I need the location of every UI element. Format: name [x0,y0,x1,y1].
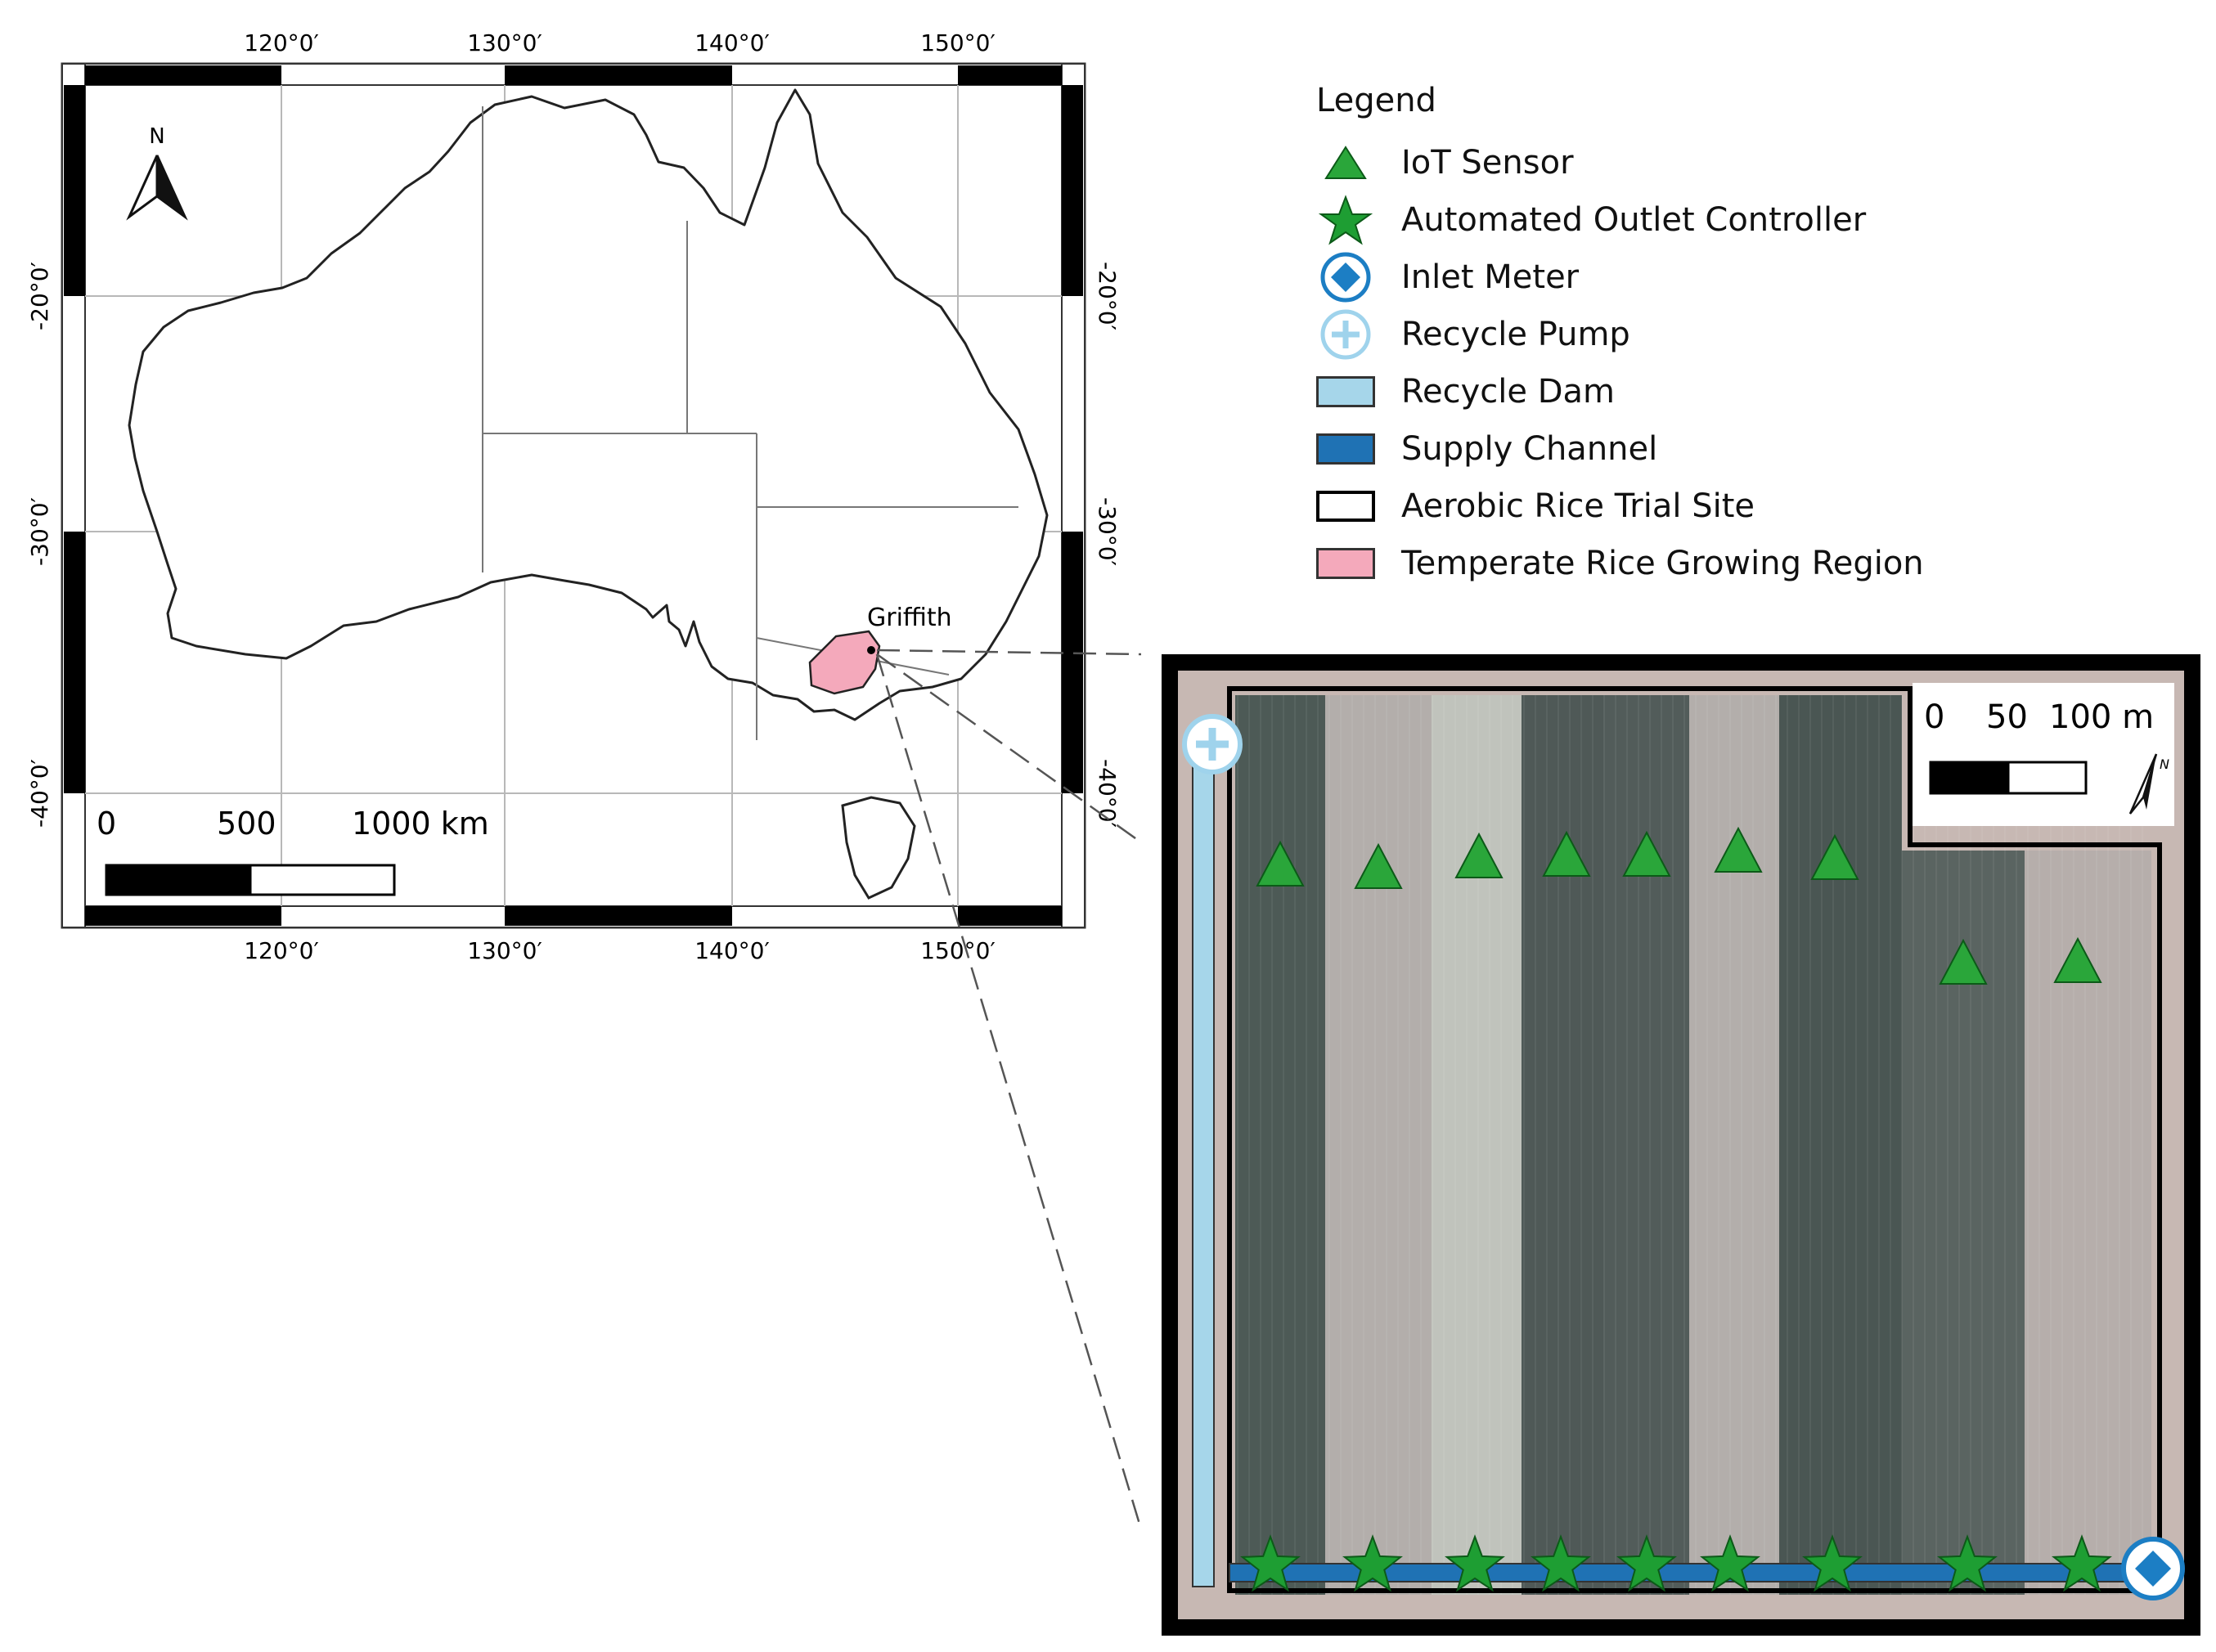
inset-scale-label-100: 100 m [2049,698,2154,736]
lon-label-140-bottom: 140°0′ [694,937,770,964]
lon-label-140-top: 140°0′ [694,29,770,56]
legend-label: Automated Outlet Controller [1401,201,1867,239]
trial-site-swatch [1316,491,1375,522]
recycle-dam [1192,743,1215,1587]
north-arrow-label: N [149,124,164,149]
inset-north-label: N [2160,756,2169,772]
legend-label: Inlet Meter [1401,258,1580,296]
latitude-labels-right: -20°0′ -30°0′ -40°0′ [1094,262,1121,828]
tasmania-outline [841,796,916,900]
lat-label-30-left: -30°0′ [26,497,53,566]
outlet-controller-star-icon [1937,1534,1998,1592]
inset-connector-lines [875,649,1143,1530]
iot-sensor-icon [2053,936,2102,983]
outlet-controller-star-icon [1240,1534,1301,1592]
iot-sensor-icon [1622,830,1671,877]
latitude-labels-left: -20°0′ -30°0′ -40°0′ [26,262,53,828]
inset-scale-label-0: 0 [1924,698,1944,736]
lon-label-150-bottom: 150°0′ [920,937,996,964]
legend-title: Legend [1316,82,1436,119]
australia-outline [128,88,1049,721]
outlet-controller-star-icon [1445,1534,1505,1592]
lat-label-20-right: -20°0′ [1094,262,1121,330]
legend-item-outlet-controller: Automated Outlet Controller [1313,191,2172,249]
lon-label-130-top: 130°0′ [467,29,542,56]
griffith-label: Griffith [867,604,952,632]
state-borders [482,106,1018,740]
star-icon [1313,193,1378,247]
griffith-point [867,646,875,654]
legend: Legend IoT Sensor Automated Outlet Contr… [1313,82,2172,592]
overview-map: Griffith 120°0′ 130°0′ 140°0′ 150°0′ 120… [26,29,1121,964]
recycle-dam-swatch [1316,376,1375,407]
outlet-controller-star-icon [2052,1534,2112,1592]
legend-label: Supply Channel [1401,430,1658,468]
overview-neatline [61,63,1086,928]
north-arrow-icon: N [126,124,188,221]
outlet-controller-star-icon [1616,1534,1677,1592]
lon-label-130-bottom: 130°0′ [467,937,542,964]
plus-circle-icon [1313,308,1378,361]
iot-sensor-icon [1542,830,1591,877]
scale-label-1000: 1000 km [352,806,489,842]
outlet-controller-star-icon [1700,1534,1760,1592]
legend-item-trial-site: Aerobic Rice Trial Site [1313,478,2172,535]
iot-sensor-icon [1354,842,1403,889]
longitude-labels-top: 120°0′ 130°0′ 140°0′ 150°0′ [244,29,996,56]
field-strips [1235,695,2151,1595]
iot-sensors [1256,826,2102,985]
inset-map: 0 50 100 m N [1162,654,2200,1636]
iot-sensor-icon [1939,938,1988,985]
lat-label-30-right: -30°0′ [1094,497,1121,566]
legend-label: Recycle Pump [1401,316,1630,353]
inlet-meter-icon [2121,1537,2185,1600]
diamond-circle-icon [1313,250,1378,304]
legend-item-inlet-meter: Inlet Meter [1313,249,2172,306]
inset-north-arrow-icon: N [2128,753,2169,815]
iot-sensor-icon [1454,832,1504,878]
overview-scale-bar: 0 500 1000 km [97,806,489,896]
recycle-pump-icon [1182,714,1243,774]
legend-label: Aerobic Rice Trial Site [1401,487,1755,525]
triangle-icon [1313,136,1378,190]
iot-sensor-icon [1810,833,1859,880]
lat-label-20-left: -20°0′ [26,262,53,330]
legend-item-recycle-pump: Recycle Pump [1313,306,2172,363]
rice-growing-region [808,630,881,695]
legend-item-iot-sensor: IoT Sensor [1313,134,2172,191]
outlet-controller-star-icon [1342,1534,1403,1592]
legend-label: Temperate Rice Growing Region [1401,545,1924,582]
scale-label-0: 0 [97,806,116,842]
outlet-controllers [1240,1534,2112,1592]
lon-label-120-bottom: 120°0′ [244,937,319,964]
legend-item-rice-region: Temperate Rice Growing Region [1313,535,2172,592]
legend-item-recycle-dam: Recycle Dam [1313,363,2172,420]
legend-label: IoT Sensor [1401,144,1574,182]
lat-label-40-right: -40°0′ [1094,759,1121,828]
iot-sensor-icon [1256,840,1305,887]
scale-label-500: 500 [217,806,276,842]
legend-item-supply-channel: Supply Channel [1313,420,2172,478]
inset-scale-label-50: 50 [1986,698,2028,736]
outlet-controller-star-icon [1531,1534,1591,1592]
rice-region-swatch [1316,548,1375,579]
iot-sensor-icon [1714,826,1763,873]
legend-label: Recycle Dam [1401,373,1615,411]
lon-label-120-top: 120°0′ [244,29,319,56]
trial-site-boundary [1227,686,2162,1593]
outlet-controller-star-icon [1802,1534,1863,1592]
supply-channel-swatch [1316,433,1375,465]
lon-label-150-top: 150°0′ [920,29,996,56]
longitude-labels-bottom: 120°0′ 130°0′ 140°0′ 150°0′ [244,937,996,964]
lat-label-40-left: -40°0′ [26,759,53,828]
inset-scale-bar: 0 50 100 m N [1913,683,2174,826]
